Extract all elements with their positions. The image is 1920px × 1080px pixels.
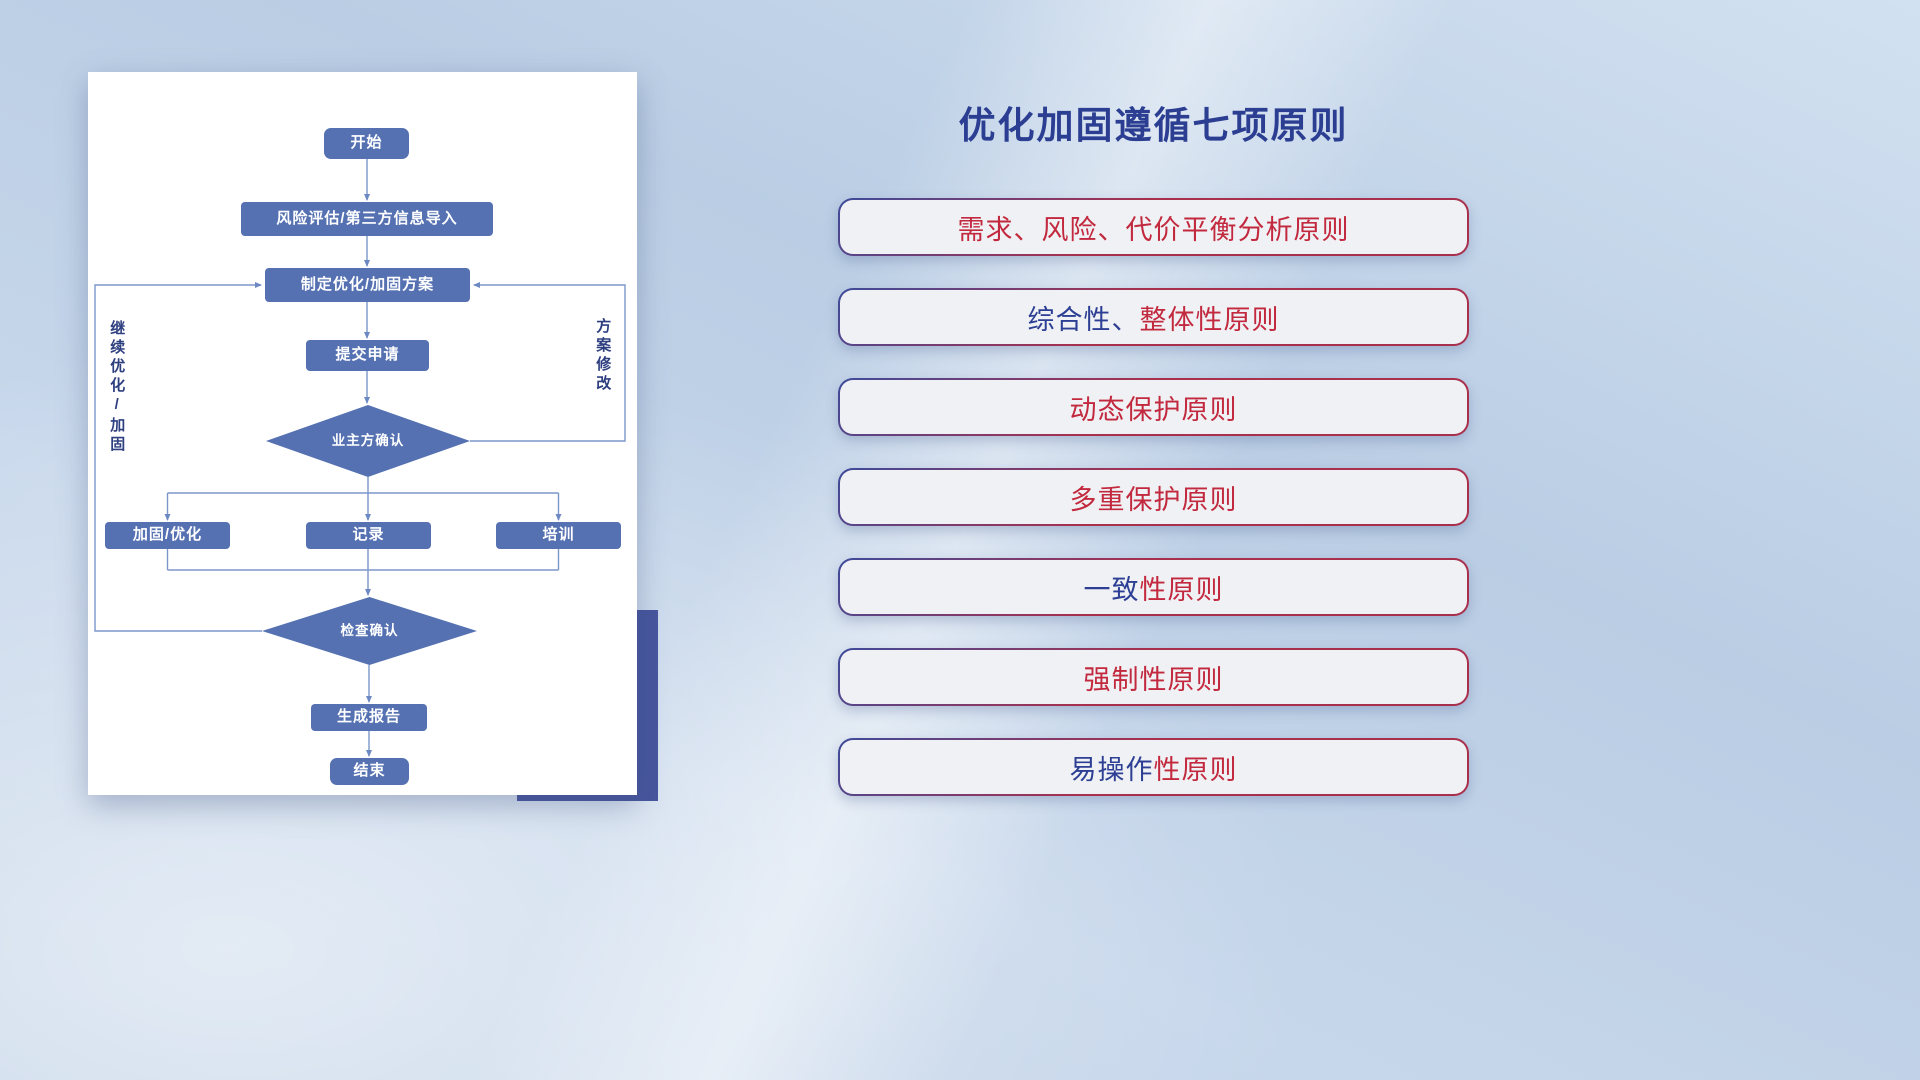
flow-node-training: 培训 — [496, 522, 621, 549]
edge-label-plan-modify: 方案修改 — [594, 318, 612, 394]
principle-box-3: 动态保护原则 — [838, 378, 1469, 436]
principles-list: 需求、风险、代价平衡分析原则 综合性、整体性原则 动态保护原则 多重保护原则 一… — [838, 198, 1469, 796]
principle-box-4: 多重保护原则 — [838, 468, 1469, 526]
principle-box-6: 强制性原则 — [838, 648, 1469, 706]
principle-5-text-blue: 一致 — [1083, 574, 1140, 605]
edge-label-continue-optimize: 继续优化/加固 — [108, 320, 126, 455]
flow-connectors — [94, 159, 626, 757]
flow-node-report: 生成报告 — [311, 704, 427, 731]
principle-2-text-red: 整体性原则 — [1139, 304, 1280, 335]
principle-7-text-blue: 易操作 — [1069, 754, 1154, 785]
page-title: 优化加固遵循七项原则 — [958, 105, 1349, 146]
flowchart-panel: 开始 风险评估/第三方信息导入 制定优化/加固方案 提交申请 业主方确认 加固/… — [88, 72, 637, 795]
principle-box-2: 综合性、整体性原则 — [838, 288, 1469, 346]
flow-node-record: 记录 — [306, 522, 431, 549]
principle-1-text-red: 需求、风险、代价平衡分析原则 — [957, 214, 1350, 245]
flow-node-risk-import: 风险评估/第三方信息导入 — [241, 202, 493, 236]
principle-5-text-red: 性原则 — [1139, 574, 1224, 605]
principle-box-1: 需求、风险、代价平衡分析原则 — [838, 198, 1469, 256]
flow-node-submit: 提交申请 — [306, 340, 429, 371]
flow-node-start: 开始 — [324, 128, 409, 159]
principle-6-text-red: 强制性原则 — [1083, 664, 1224, 695]
flow-node-reinforce: 加固/优化 — [105, 522, 230, 549]
principle-box-5: 一致性原则 — [838, 558, 1469, 616]
flow-node-end: 结束 — [330, 758, 409, 785]
principle-4-text-red: 多重保护原则 — [1069, 484, 1238, 515]
principle-2-text-blue: 综合性、 — [1027, 304, 1140, 335]
principles-panel: 优化加固遵循七项原则 需求、风险、代价平衡分析原则 综合性、整体性原则 动态保护… — [838, 0, 1469, 1080]
flow-node-make-plan: 制定优化/加固方案 — [265, 268, 470, 302]
principle-3-text-red: 动态保护原则 — [1069, 394, 1238, 425]
principle-7-text-red: 性原则 — [1153, 754, 1238, 785]
principle-box-7: 易操作性原则 — [838, 738, 1469, 796]
